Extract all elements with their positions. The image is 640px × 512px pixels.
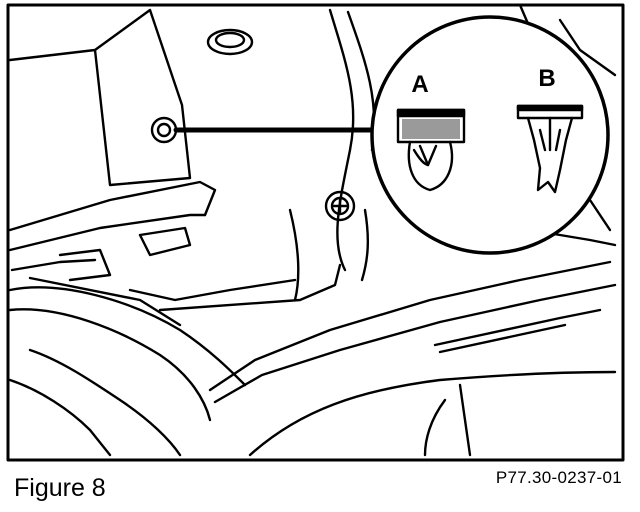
callout-label-a: A bbox=[411, 71, 428, 98]
figure-frame bbox=[6, 3, 625, 462]
upper-grommet bbox=[206, 28, 254, 56]
clip-hole bbox=[150, 116, 178, 144]
armrest bbox=[208, 260, 612, 392]
panel-lower-edge bbox=[8, 180, 217, 232]
center-tunnel bbox=[8, 286, 247, 387]
callout-label-b: B bbox=[538, 65, 555, 92]
figure-caption: Figure 8 bbox=[14, 474, 106, 502]
screw bbox=[324, 190, 356, 222]
upper-trim-panel bbox=[8, 8, 192, 187]
magnified-callout bbox=[370, 15, 610, 255]
clip-a bbox=[396, 108, 466, 192]
clip-b bbox=[516, 104, 584, 194]
part-number: P77.30-0237-01 bbox=[495, 468, 622, 487]
